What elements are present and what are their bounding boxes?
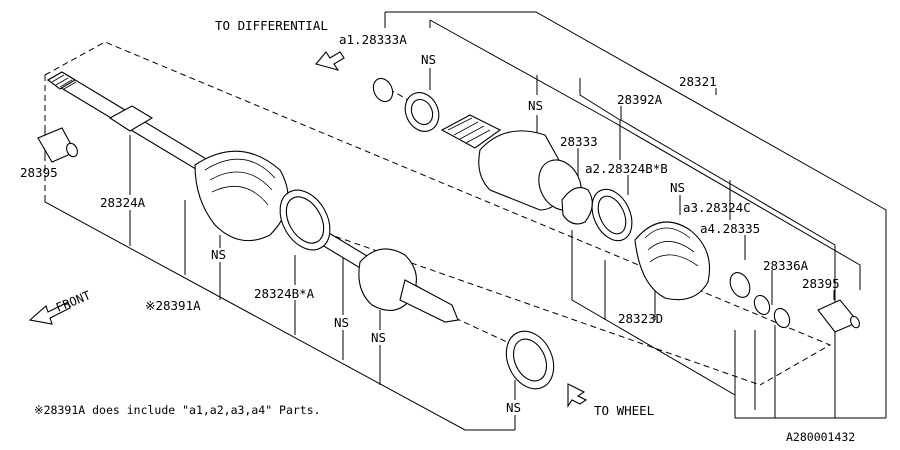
part-28336A-label: 28336A — [763, 258, 809, 273]
to-differential-label: TO DIFFERENTIAL — [215, 18, 328, 33]
ns-label: NS — [334, 315, 349, 330]
front-label: FRONT — [54, 288, 93, 315]
leader-lines — [44, 11, 887, 431]
part-a4-28335-label: a4.28335 — [700, 221, 760, 236]
arrow-to-differential-icon — [315, 51, 345, 71]
ns-label: NS — [371, 330, 386, 345]
part-28324A-label: 28324A — [100, 195, 146, 210]
arrow-to-wheel-icon — [567, 383, 588, 408]
footnote: ※28391A does include "a1,a2,a3,a4" Parts… — [34, 403, 321, 417]
part-28391A-label: ※28391A — [145, 298, 201, 313]
ns-label: NS — [506, 400, 521, 415]
part-a2-28324B-B-label: a2.28324B*B — [585, 161, 668, 176]
part-28323D-label: 28323D — [618, 311, 663, 326]
part-a3-28324C-label: a3.28324C — [683, 200, 751, 215]
ns-label: NS — [211, 247, 226, 262]
ns-label: NS — [421, 52, 436, 67]
part-28395-right-label: 28395 — [802, 276, 840, 291]
to-wheel-label: TO WHEEL — [594, 403, 654, 418]
part-28321-label: 28321 — [679, 74, 717, 89]
part-28324B-A-label: 28324B*A — [254, 286, 315, 301]
ns-label: NS — [670, 180, 685, 195]
part-28395-left-label: 28395 — [20, 165, 58, 180]
part-28392A-label: 28392A — [617, 92, 663, 107]
part-28333-label: 28333 — [560, 134, 598, 149]
diagram-id: A280001432 — [786, 430, 855, 444]
part-a1-28333A-label: a1.28333A — [339, 32, 407, 47]
inboard-joint-assembly — [372, 77, 860, 333]
shaft-assembly — [37, 71, 555, 390]
ns-label: NS — [528, 98, 543, 113]
arrow-front-icon — [28, 301, 71, 325]
